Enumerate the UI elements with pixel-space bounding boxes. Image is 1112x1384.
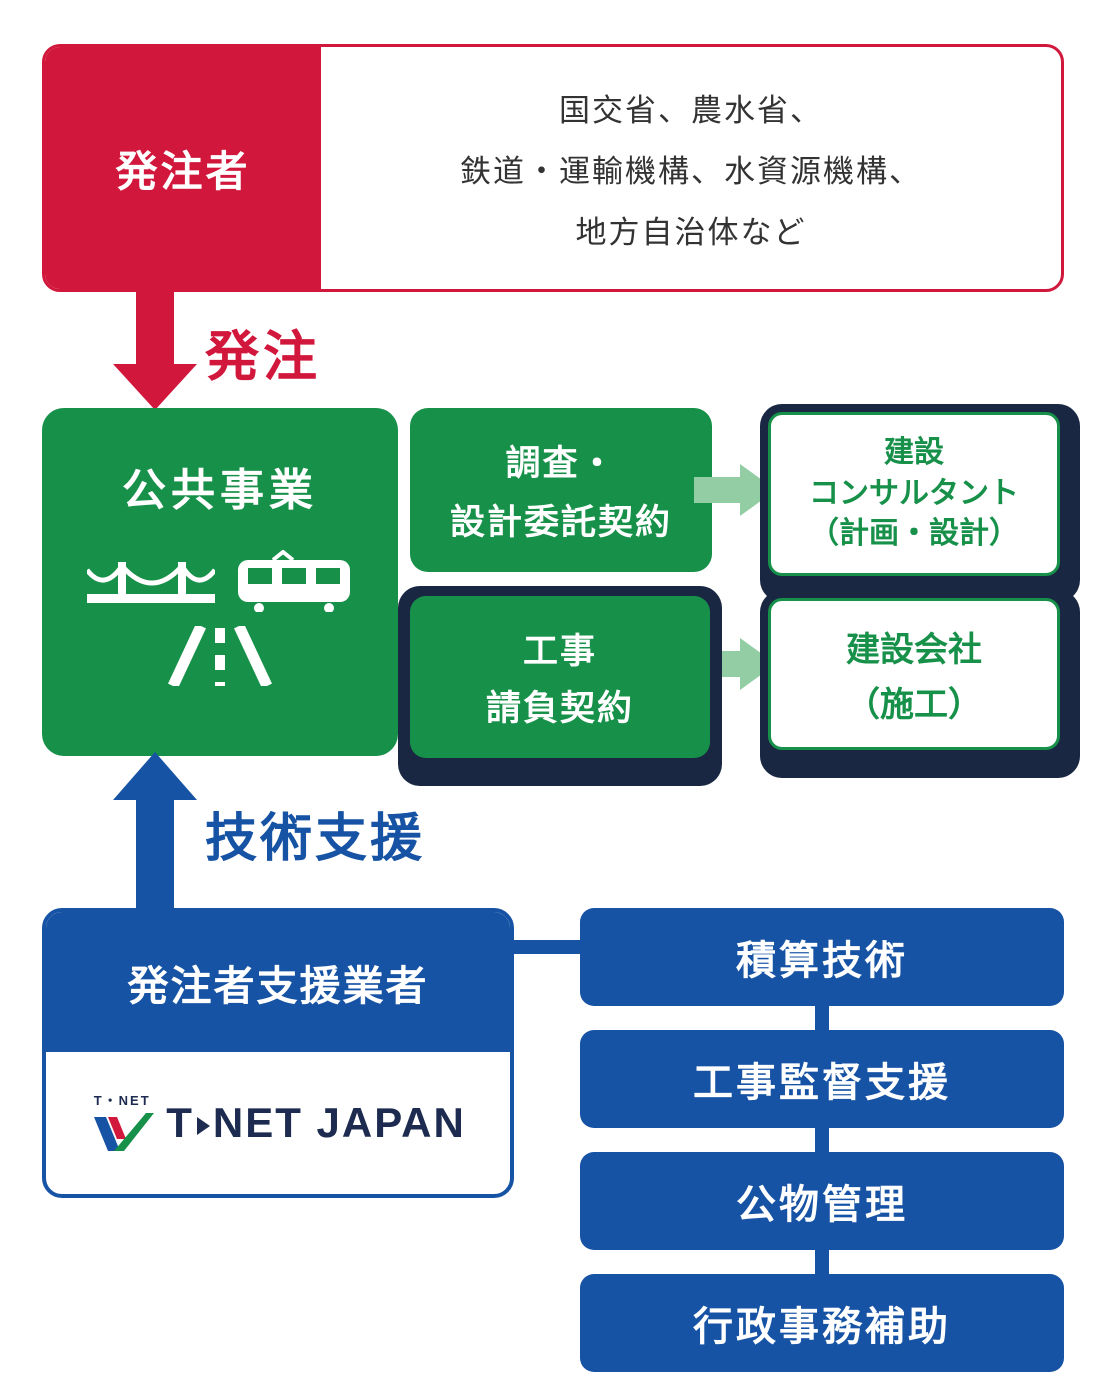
orderer-box: 発注者 国交省、農水省、 鉄道・運輸機構、水資源機構、 地方自治体など <box>42 44 1064 292</box>
service-label: 積算技術 <box>736 939 908 983</box>
service-box-supervision: 工事監督支援 <box>580 1030 1064 1128</box>
orderer-title: 発注者 <box>45 47 321 289</box>
construction-contract-line: 工事 <box>522 632 597 671</box>
support-arrow-up-head-icon <box>113 752 197 800</box>
consultant-line: 建設 <box>884 436 944 470</box>
service-box-admin-assistance: 行政事務補助 <box>580 1274 1064 1372</box>
service-label: 公物管理 <box>736 1183 908 1227</box>
service-label: 工事監督支援 <box>693 1061 951 1105</box>
order-arrow-down-icon <box>136 292 174 368</box>
support-company-title: 発注者支援業者 <box>46 912 510 1052</box>
tnet-logo-text: T NET JAPAN <box>166 1099 466 1147</box>
support-arrow-label: 技術支援 <box>205 810 426 868</box>
road-icon <box>168 623 272 689</box>
service-box-estimation: 積算技術 <box>580 908 1064 1006</box>
public-works-icons <box>87 550 353 612</box>
construction-company-box-shadow: 建設会社 （施工） <box>760 590 1080 778</box>
public-works-title: 公共事業 <box>122 466 318 515</box>
train-icon <box>238 550 350 612</box>
survey-contract-line: 調査・ <box>505 444 617 483</box>
orderer-member-line: 鉄道・運輸機構、水資源機構、 <box>460 153 922 189</box>
construction-company-line: 建設会社 <box>846 631 982 669</box>
tnet-logo-mark-icon <box>94 1112 155 1151</box>
tnet-logo-prefix: T <box>166 1099 194 1146</box>
public-works-box: 公共事業 <box>42 408 398 756</box>
tnet-logo-small-text: T・NET <box>93 1092 151 1108</box>
tnet-japan-logo: T・NET T NET JAPAN <box>46 1052 510 1194</box>
construction-contract-box-shadow: 工事 請負契約 <box>398 586 722 786</box>
consultant-box: 建設 コンサルタント （計画・設計） <box>768 412 1060 576</box>
consultant-box-shadow: 建設 コンサルタント （計画・設計） <box>760 404 1080 602</box>
order-arrow-down-head-icon <box>113 364 197 410</box>
consultant-line: （計画・設計） <box>809 517 1019 551</box>
support-company-box: 発注者支援業者 T・NET T NET JAPAN <box>42 908 514 1198</box>
orderer-member-line: 地方自治体など <box>575 214 807 250</box>
construction-contract-box: 工事 請負契約 <box>410 596 710 758</box>
construction-company-line: （施工） <box>846 686 982 724</box>
service-label: 行政事務補助 <box>693 1305 951 1349</box>
orderer-members: 国交省、農水省、 鉄道・運輸機構、水資源機構、 地方自治体など <box>321 47 1061 289</box>
construction-company-box: 建設会社 （施工） <box>768 598 1060 750</box>
orderer-member-line: 国交省、農水省、 <box>559 92 823 128</box>
road-icon-wrap <box>145 623 295 691</box>
tnet-logo-triangle-icon <box>196 1117 210 1135</box>
support-arrow-up-icon <box>136 798 174 908</box>
construction-contract-line: 請負契約 <box>485 689 634 728</box>
order-arrow-label: 発注 <box>205 327 321 387</box>
survey-design-contract-box: 調査・ 設計委託契約 <box>410 408 712 572</box>
survey-contract-line: 設計委託契約 <box>449 503 672 542</box>
consultant-line: コンサルタント <box>809 476 1019 510</box>
support-to-services-connector <box>508 940 594 954</box>
tnet-logo-suffix: NET JAPAN <box>212 1099 466 1146</box>
bridge-icon <box>87 562 215 603</box>
service-box-property-management: 公物管理 <box>580 1152 1064 1250</box>
